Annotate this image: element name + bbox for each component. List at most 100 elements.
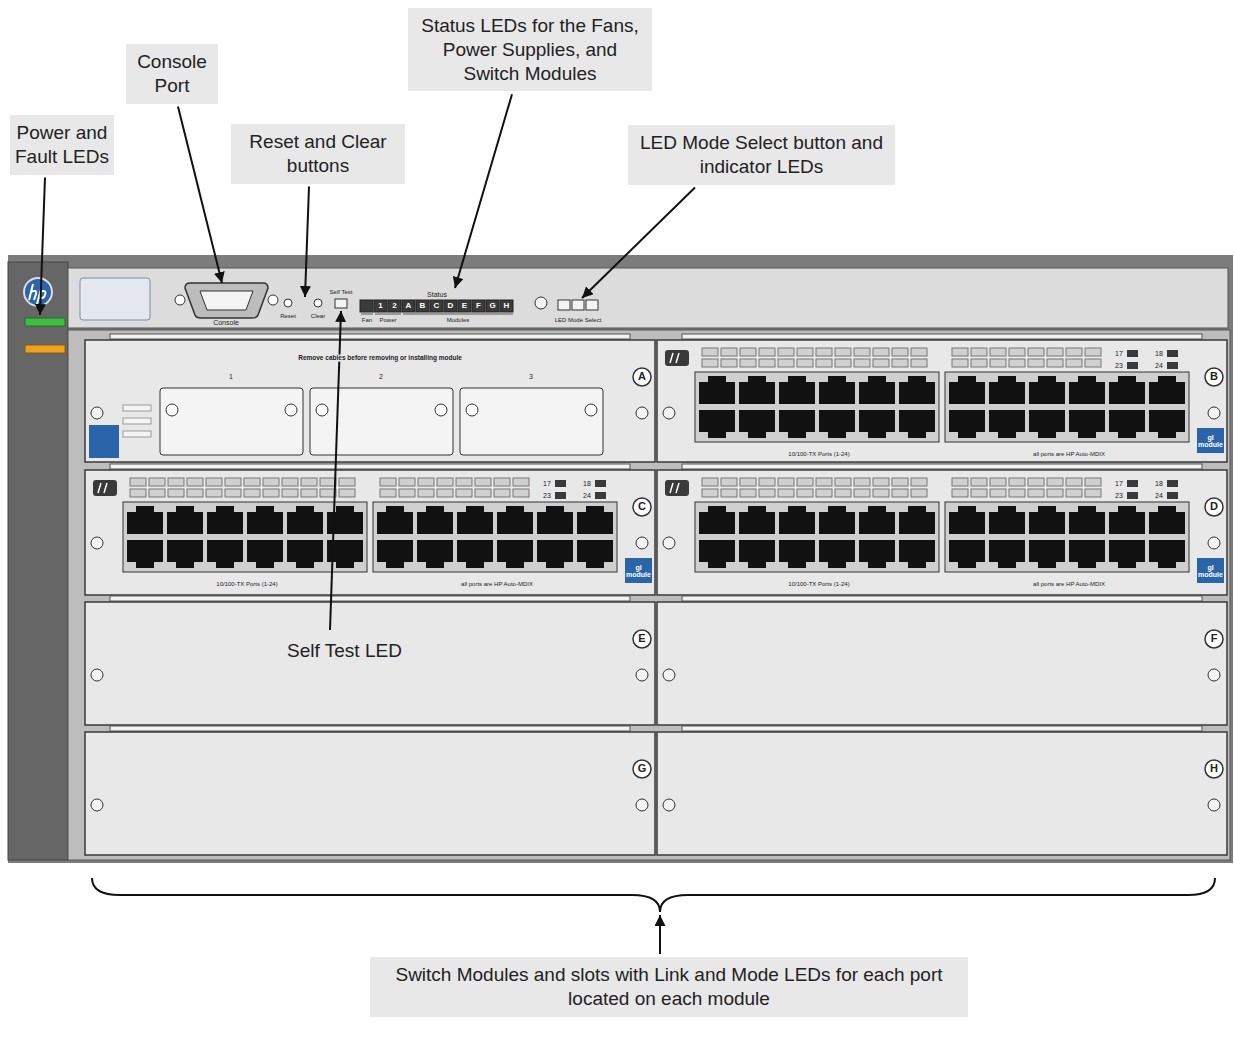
console-screw (268, 295, 278, 305)
rj45-port (779, 410, 815, 438)
port-led (759, 489, 775, 497)
rj45-port (377, 506, 413, 534)
console-socket (200, 291, 253, 310)
port-led (339, 478, 355, 486)
part-label: D (447, 302, 455, 310)
rj45-port (1109, 540, 1145, 568)
status-led (486, 300, 499, 312)
port-led (892, 478, 908, 486)
rj45-port (247, 540, 283, 568)
sub-slot-cover (160, 388, 303, 455)
port-led (990, 489, 1006, 497)
callout-text: Self Test LED (261, 639, 428, 663)
screw (663, 799, 675, 811)
part-label: G (637, 763, 648, 775)
port-led (702, 478, 718, 486)
callout-text: Status LEDs for the Fans, Power Supplies… (413, 14, 647, 85)
status-led (444, 300, 457, 312)
part-label: C (433, 302, 441, 310)
reset-button (284, 299, 292, 307)
slot-letter-circle (1205, 498, 1223, 516)
port-led (595, 492, 606, 499)
callout-box: Status LEDs for the Fans, Power Supplies… (408, 8, 652, 91)
port-led (1066, 359, 1082, 367)
port-led (149, 489, 165, 497)
rj45-port (779, 376, 815, 404)
rj45-port (287, 540, 323, 568)
port-block (373, 502, 617, 572)
slot (85, 732, 655, 855)
screw (91, 537, 103, 549)
port-led (740, 489, 756, 497)
leader-line (582, 188, 695, 299)
rj45-port (1069, 506, 1105, 534)
sub-slot-cover (310, 388, 453, 455)
slot (85, 470, 655, 595)
rj45-port (457, 506, 493, 534)
port-led (759, 348, 775, 356)
port-block (945, 502, 1189, 572)
part-label: D (1209, 501, 1219, 513)
part-label: G (488, 302, 496, 310)
port-led (168, 489, 184, 497)
slot-letter-circle (633, 630, 651, 648)
callout-text: Switch Modules and slots with Link and M… (375, 963, 963, 1011)
rj45-port (127, 540, 163, 568)
port-led (911, 478, 927, 486)
mode-led (586, 300, 598, 310)
port-led (797, 478, 813, 486)
port-led (816, 348, 832, 356)
port-led (971, 359, 987, 367)
port-led (456, 489, 472, 497)
port-led (1028, 478, 1044, 486)
module-tag (1197, 428, 1224, 453)
rj45-port (1029, 540, 1065, 568)
part-label: 23 (1114, 492, 1124, 499)
hp-logo (665, 480, 689, 496)
screw (435, 404, 447, 416)
rj45-port (859, 540, 895, 568)
rj45-port (287, 506, 323, 534)
rj45-port (1069, 540, 1105, 568)
port-led (721, 478, 737, 486)
port-led (1127, 362, 1138, 369)
slot (85, 340, 655, 462)
status-led (416, 300, 429, 312)
port-led (1085, 489, 1101, 497)
callout-text: Console Port (131, 50, 213, 98)
port-led (971, 348, 987, 356)
port-led (835, 478, 851, 486)
port-led (1167, 350, 1178, 357)
callout-box: Power and Fault LEDs (10, 115, 114, 175)
rj45-port (779, 540, 815, 568)
slot (657, 602, 1227, 725)
port-led (721, 489, 737, 497)
rj45-port (739, 376, 775, 404)
self-test-led (335, 299, 347, 308)
port-led (854, 348, 870, 356)
rj45-port (949, 376, 985, 404)
status-group-line (361, 314, 513, 315)
part-label: gl module (1196, 433, 1225, 448)
hp-logo-mark (98, 483, 107, 493)
hp-logo (665, 350, 689, 366)
callout-box: Console Port (126, 44, 218, 104)
part-label: Clear (310, 313, 326, 319)
port-led (130, 489, 146, 497)
callout-box: Reset and Clear buttons (231, 124, 405, 184)
screw (1208, 799, 1220, 811)
port-led (816, 489, 832, 497)
status-led (500, 300, 513, 312)
port-led (911, 489, 927, 497)
port-led (1028, 489, 1044, 497)
port-block (695, 502, 939, 572)
port-led (263, 478, 279, 486)
part-label: 10/100-TX Ports (1-24) (787, 581, 850, 587)
console-screw (175, 295, 185, 305)
port-led (301, 478, 317, 486)
port-led (494, 478, 510, 486)
rj45-port (1029, 506, 1065, 534)
part-label: 23 (542, 492, 552, 499)
rj45-port (377, 540, 413, 568)
port-led (1047, 489, 1063, 497)
